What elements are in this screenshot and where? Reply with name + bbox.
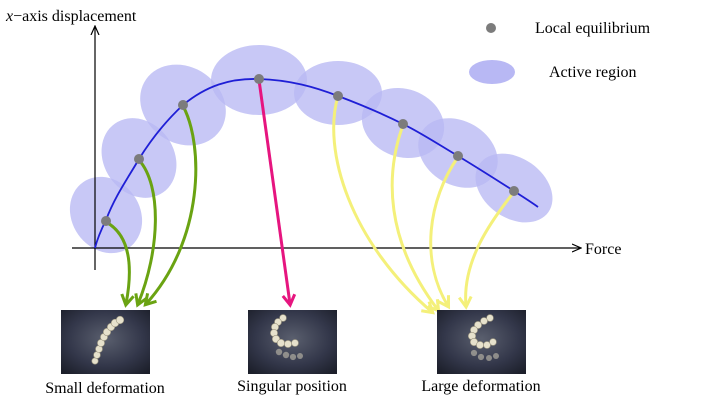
equilibrium-point: [178, 100, 188, 110]
arrow-small-3: [143, 105, 198, 307]
arrow-large-3: [429, 156, 460, 310]
arrow-large-2: [390, 124, 441, 314]
legend: Local equilibrium Active region: [469, 20, 651, 84]
equilibrium-point: [398, 119, 408, 129]
large-deformation-arrows: [332, 95, 516, 315]
legend-region-icon: [469, 60, 515, 84]
robot-arm-large-image: [467, 314, 497, 349]
equilibrium-curve: [94, 78, 539, 249]
arrow-large-1: [332, 95, 435, 315]
equilibrium-point: [333, 91, 343, 101]
legend-region-label: Active region: [549, 64, 637, 81]
active-region: [69, 176, 143, 254]
y-axis-label: x−axis displacement: [5, 8, 137, 25]
caption-large-deformation: Large deformation: [421, 378, 540, 395]
arrow-large-4: [458, 191, 516, 310]
equilibrium-point: [134, 154, 144, 164]
equilibrium-point: [101, 216, 111, 226]
caption-small-deformation: Small deformation: [45, 380, 165, 397]
equilibrium-point: [509, 186, 519, 196]
x-axis-label: Force: [585, 241, 621, 258]
robot-arm-small-image: [91, 315, 125, 365]
photo-singular-position: [248, 310, 337, 374]
arrow-small-1: [105, 220, 135, 308]
photo-large-deformation: [437, 310, 526, 374]
equilibrium-point: [453, 151, 463, 161]
small-deformation-arrows: [105, 105, 198, 308]
y-axis-variable: x: [5, 8, 13, 25]
y-axis-label-text: −axis displacement: [13, 8, 137, 25]
photo-small-deformation: [61, 310, 150, 374]
caption-singular-position: Singular position: [237, 378, 347, 395]
arrow-small-2: [134, 159, 157, 308]
legend-point-icon: [486, 23, 496, 33]
equilibrium-points: [101, 74, 519, 226]
legend-equilibrium-label: Local equilibrium: [535, 20, 651, 37]
robot-arm-singular-image: [270, 314, 299, 348]
arrow-singular: [257, 79, 297, 308]
equilibrium-point: [254, 74, 264, 84]
